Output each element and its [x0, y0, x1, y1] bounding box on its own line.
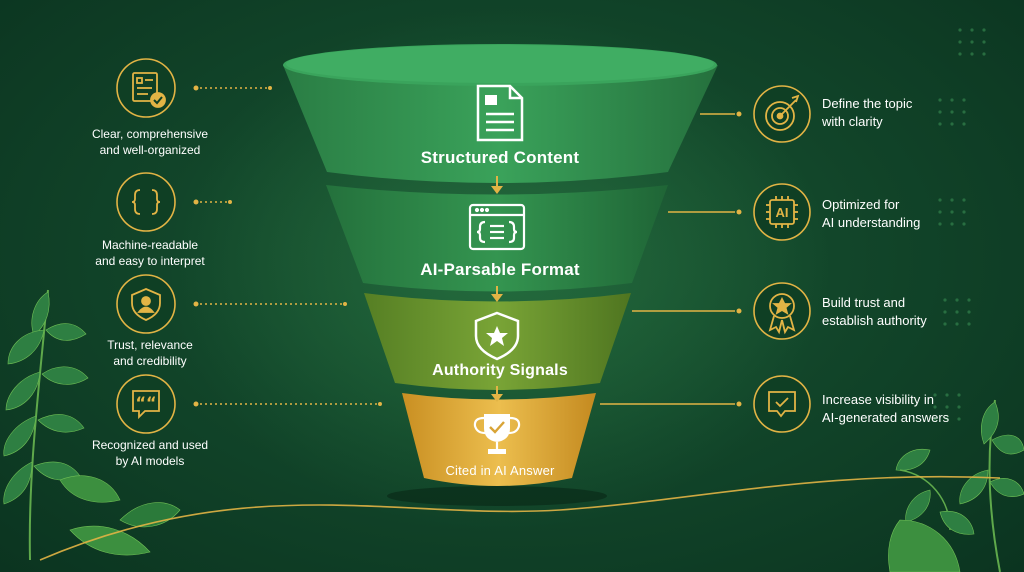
right-label-2-line2: AI understanding — [822, 215, 921, 230]
left-label-3-line1: Trust, relevance — [107, 338, 193, 352]
left-label-4-line2: by AI models — [115, 454, 185, 468]
checklist-document-icon — [116, 58, 176, 118]
right-label-3-line2: establish authority — [822, 313, 927, 328]
target-icon — [753, 85, 811, 143]
ai-chip-label: AI — [776, 205, 789, 220]
stage-title-ai-parsable-format: AI-Parsable Format — [420, 260, 580, 279]
dot-grid-decoration — [933, 28, 986, 421]
left-label-1-line1: Clear, comprehensive — [91, 127, 209, 141]
shield-star-icon — [474, 311, 520, 361]
shield-user-icon — [116, 274, 176, 334]
right-label-2: Optimized for AI understanding — [822, 196, 1012, 232]
right-label-4-line2: AI-generated answers — [822, 410, 950, 425]
trophy-icon — [473, 414, 521, 454]
funnel-stage-authority-signals — [364, 293, 631, 390]
left-label-1-line2: and well-organized — [99, 143, 201, 157]
left-label-4-line1: Recognized and used — [91, 438, 209, 452]
award-badge-icon — [753, 282, 811, 340]
left-label-3-line2: and credibility — [113, 354, 187, 368]
stage-title-cited-in-ai-answer: Cited in AI Answer — [445, 463, 555, 478]
left-label-4: Recognized and used by AI models — [70, 437, 230, 469]
stage-title-authority-signals: Authority Signals — [432, 362, 568, 379]
right-label-1-line2: with clarity — [822, 114, 883, 129]
leaves-left-decoration — [3, 289, 181, 561]
left-label-2: Machine-readable and easy to interpret — [70, 237, 230, 269]
left-label-2-line1: Machine-readable — [101, 238, 199, 252]
code-window-icon — [468, 203, 526, 251]
right-label-4-line1: Increase visibility in — [822, 392, 934, 407]
gold-swoosh-decoration — [39, 475, 1001, 561]
left-icon-column: ““ — [116, 58, 176, 434]
connector-lines — [193, 85, 742, 407]
leaves-right-decoration — [888, 399, 1024, 572]
right-label-1-line1: Define the topic — [822, 96, 913, 111]
left-label-2-line2: and easy to interpret — [95, 254, 205, 268]
document-icon — [476, 84, 524, 142]
stage-title-structured-content: Structured Content — [420, 148, 580, 167]
funnel-shadow — [387, 486, 607, 506]
left-label-3: Trust, relevance and credibility — [70, 337, 230, 369]
right-icon-column: AI — [753, 85, 811, 433]
right-label-3-line1: Build trust and — [822, 295, 906, 310]
right-label-4: Increase visibility in AI-generated answ… — [822, 391, 1012, 427]
left-label-1: Clear, comprehensive and well-organized — [70, 126, 230, 158]
funnel-stage-structured-content — [283, 44, 718, 183]
ai-chip-icon: AI — [753, 183, 811, 241]
right-label-3: Build trust and establish authority — [822, 294, 1012, 330]
curly-braces-icon — [116, 172, 176, 232]
right-label-1: Define the topic with clarity — [822, 95, 1012, 131]
svg-text:““: ““ — [135, 393, 156, 412]
check-bubble-icon — [753, 375, 811, 433]
stage-arrows — [491, 176, 503, 402]
right-label-2-line1: Optimized for — [822, 197, 900, 212]
quote-bubble-icon: ““ — [116, 374, 176, 434]
